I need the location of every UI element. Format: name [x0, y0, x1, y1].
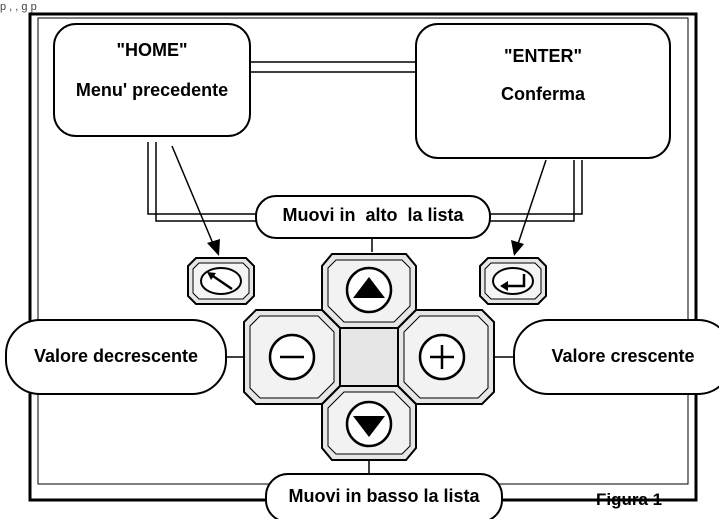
- decrease-label-bubble: [5, 319, 227, 395]
- enter-key[interactable]: [479, 257, 547, 305]
- enter-title: "ENTER": [503, 46, 583, 66]
- enter-callout-box: [415, 23, 671, 159]
- plus-icon: [430, 345, 454, 369]
- down-key[interactable]: [321, 385, 417, 461]
- down-triangle-icon: [353, 416, 385, 437]
- direction-pad: [243, 253, 495, 461]
- up-triangle-icon: [353, 277, 385, 298]
- top-text-fragment: p , , g p: [0, 1, 37, 13]
- back-arrow-icon: [207, 272, 233, 291]
- home-title: "HOME": [116, 40, 188, 60]
- home-key[interactable]: [187, 257, 255, 305]
- bracket-right-2: [484, 160, 575, 222]
- increase-label-bubble: [513, 319, 719, 395]
- bracket-left-2: [155, 142, 262, 222]
- pad-center: [339, 327, 399, 387]
- bracket-left: [147, 142, 262, 215]
- enter-subtitle: Conferma: [500, 84, 585, 104]
- home-callout-box: [53, 23, 251, 137]
- return-arrow-icon: [500, 274, 526, 291]
- enter-arrow-line: [517, 159, 547, 245]
- bracket-right: [484, 160, 583, 215]
- enter-arrow-head: [511, 240, 524, 256]
- home-subtitle: Menu' precedente: [75, 80, 229, 100]
- down-label-bubble: [265, 473, 503, 519]
- minus-key[interactable]: [243, 309, 341, 405]
- up-label-bubble: [255, 195, 491, 239]
- up-key[interactable]: [321, 253, 417, 329]
- down-label: Muovi in basso la lista: [288, 486, 480, 506]
- home-arrow-line: [171, 145, 215, 247]
- up-label: Muovi in alto la lista: [282, 205, 464, 225]
- home-arrow-head: [207, 239, 220, 256]
- plus-key[interactable]: [397, 309, 495, 405]
- enter-key-face: [492, 267, 534, 295]
- increase-label: Valore crescente: [551, 346, 695, 366]
- decrease-label: Valore decrescente: [33, 346, 199, 366]
- figure-caption: Figura 1: [596, 490, 663, 509]
